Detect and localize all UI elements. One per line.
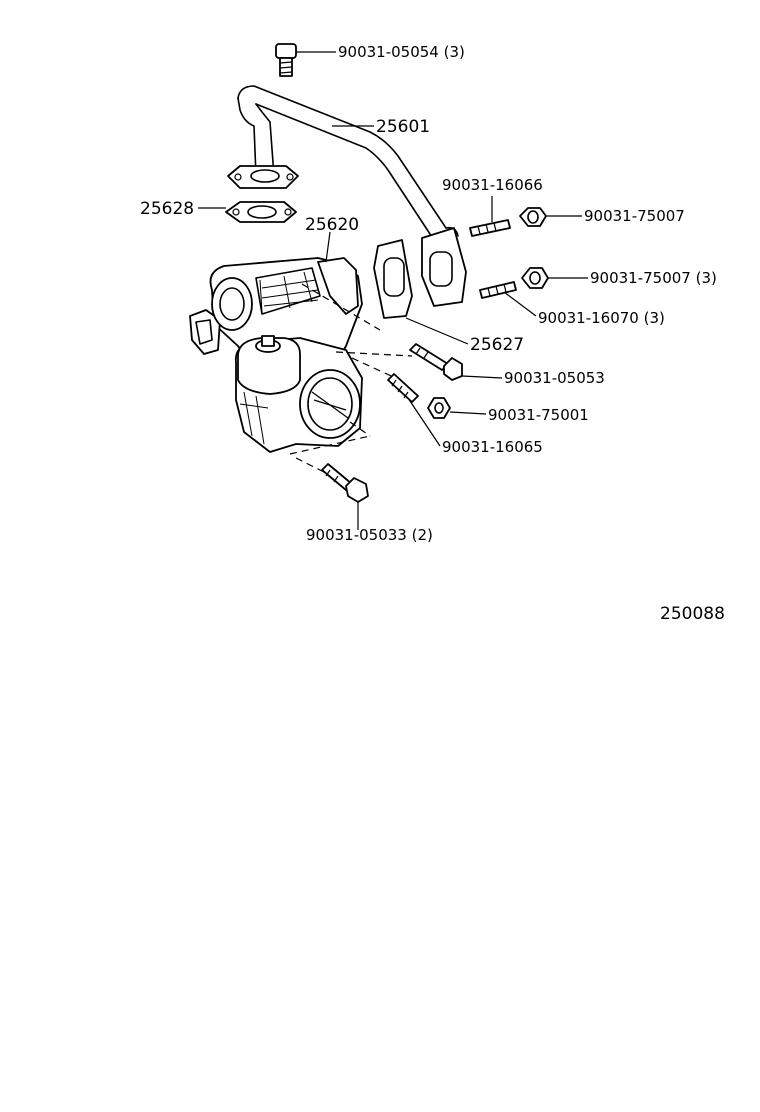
gasket-25627 <box>373 239 413 319</box>
label-bolt-bottom: 90031-05033 (2) <box>306 526 433 544</box>
label-stud-lower: 90031-16065 <box>442 438 543 456</box>
installation-lines <box>289 283 413 473</box>
nut-upper <box>519 207 547 227</box>
label-stud-mid: 90031-16070 (3) <box>538 309 665 327</box>
bolt-mid <box>409 343 463 381</box>
leader-stud-lower <box>407 397 441 447</box>
label-bolt-top: 90031-05054 (3) <box>338 43 465 61</box>
nut-lower <box>427 397 451 419</box>
label-nut-lower: 90031-75001 <box>488 406 589 424</box>
label-pipe: 25601 <box>376 117 430 137</box>
throttle-body-25620 <box>189 257 363 453</box>
label-stud-upper: 90031-16066 <box>442 176 543 194</box>
label-gasket-throttle: 25627 <box>470 335 524 355</box>
label-nut-upper: 90031-75007 <box>584 207 685 225</box>
leader-gasket-throttle <box>405 317 469 345</box>
bolt-bottom <box>321 463 369 503</box>
leader-nut-lower <box>449 411 487 415</box>
figure-id: 250088 <box>660 604 725 624</box>
label-bolt-mid: 90031-05053 <box>504 369 605 387</box>
leader-throttle-body <box>325 231 331 263</box>
nut-upper-3 <box>521 267 549 289</box>
label-throttle-body: 25620 <box>305 215 359 235</box>
label-gasket-pipe: 25628 <box>140 199 194 219</box>
stud-mid <box>479 281 517 299</box>
leader-stud-mid <box>503 291 537 317</box>
bolt-top <box>275 43 297 77</box>
leader-bolt-mid <box>461 375 503 379</box>
stud-upper <box>469 219 511 237</box>
pipe-25601 <box>227 85 467 307</box>
stud-lower <box>387 373 419 403</box>
label-nut-upper-3: 90031-75007 (3) <box>590 269 717 287</box>
gasket-25628 <box>225 201 297 223</box>
